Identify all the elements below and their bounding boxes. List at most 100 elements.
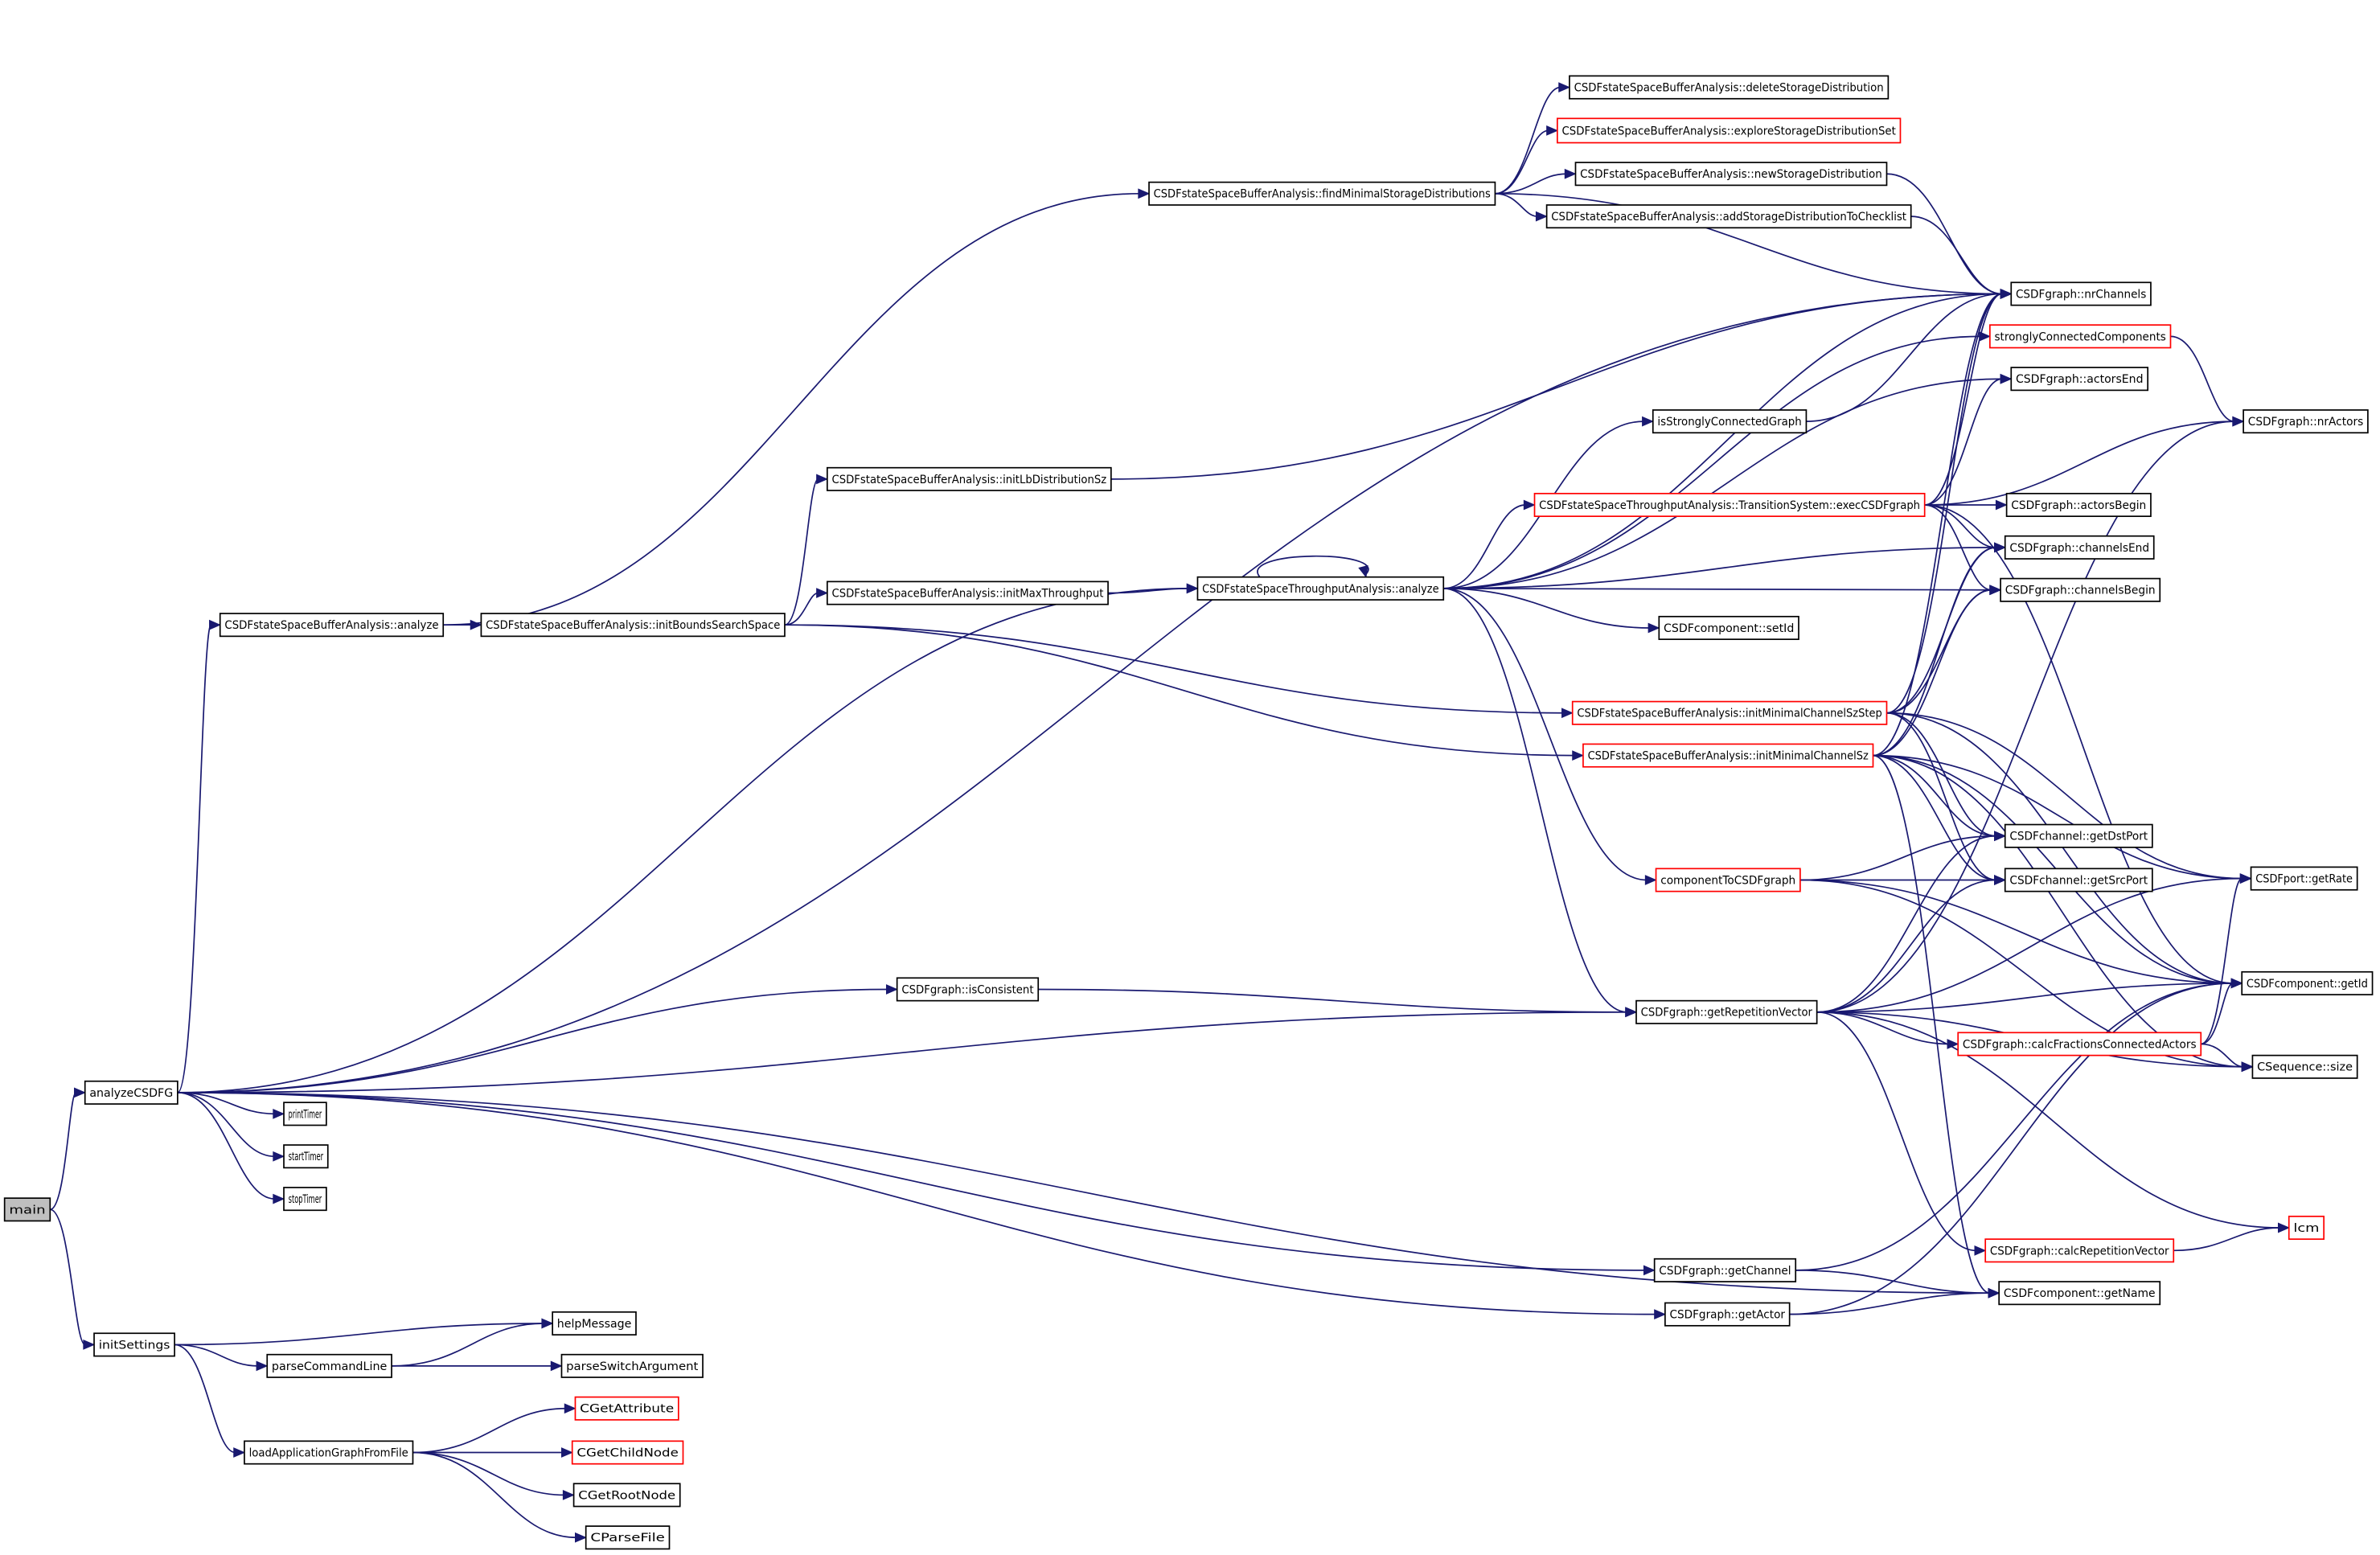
node-csequence-size[interactable]: CSequence::size <box>2251 1054 2358 1079</box>
node-lcm[interactable]: lcm <box>2288 1215 2325 1241</box>
node-parse-switch-argument[interactable]: parseSwitchArgument <box>560 1353 704 1378</box>
node-box[interactable] <box>2251 1054 2358 1079</box>
node-box[interactable] <box>2004 823 2153 848</box>
node-csdfchannel-get-src-port[interactable]: CSDFchannel::getSrcPort <box>2004 868 2153 892</box>
node-start-timer[interactable]: startTimer <box>283 1144 329 1169</box>
node-box[interactable] <box>1582 743 1874 768</box>
node-box[interactable] <box>3 1197 51 1222</box>
node-box[interactable] <box>2243 409 2369 434</box>
node-box[interactable] <box>826 466 1112 491</box>
node-csdfgraph-nr-channels[interactable]: CSDFgraph::nrChannels <box>2010 281 2152 306</box>
node-csdfstate-space-buffer-analysis-init-lb-distribution-sz[interactable]: CSDFstateSpaceBufferAnalysis::initLbDist… <box>826 466 1112 491</box>
node-stop-timer[interactable]: stopTimer <box>283 1187 327 1212</box>
node-box[interactable] <box>585 1525 671 1550</box>
node-csdfstate-space-buffer-analysis-add-storage-distribution-to-checklist[interactable]: CSDFstateSpaceBufferAnalysis::addStorage… <box>1545 204 1912 229</box>
node-box[interactable] <box>2004 868 2153 892</box>
node-csdfport-get-rate[interactable]: CSDFport::getRate <box>2250 866 2358 891</box>
node-box[interactable] <box>1664 1302 1791 1327</box>
node-csdfcomponent-set-id[interactable]: CSDFcomponent::setId <box>1658 615 1799 640</box>
node-csdfgraph-calc-repetition-vector[interactable]: CSDFgraph::calcRepetitionVector <box>1984 1238 2175 1263</box>
node-init-settings[interactable]: initSettings <box>93 1332 175 1357</box>
node-csdfstate-space-buffer-analysis-init-minimal-channel-sz-step[interactable]: CSDFstateSpaceBufferAnalysis::initMinima… <box>1571 700 1888 725</box>
node-csdfcomponent-get-name[interactable]: CSDFcomponent::getName <box>1998 1281 2161 1306</box>
node-csdfgraph-actors-end[interactable]: CSDFgraph::actorsEnd <box>2010 367 2149 392</box>
node-csdfgraph-is-consistent[interactable]: CSDFgraph::isConsistent <box>896 977 1040 1002</box>
node-box[interactable] <box>1571 700 1888 725</box>
node-csdfchannel-get-dst-port[interactable]: CSDFchannel::getDstPort <box>2004 823 2153 848</box>
node-analyze-csdfg[interactable]: analyzeCSDFG <box>84 1080 178 1105</box>
node-load-application-graph-from-file[interactable]: loadApplicationGraphFromFile <box>244 1440 414 1465</box>
node-box[interactable] <box>283 1187 327 1212</box>
node-csdfstate-space-buffer-analysis-analyze[interactable]: CSDFstateSpaceBufferAnalysis::analyze <box>219 613 445 638</box>
node-is-strongly-connected-graph[interactable]: isStronglyConnectedGraph <box>1652 409 1808 434</box>
node-box[interactable] <box>2010 281 2152 306</box>
node-box[interactable] <box>244 1440 414 1465</box>
node-box[interactable] <box>572 1483 681 1508</box>
node-box[interactable] <box>2250 866 2358 891</box>
node-box[interactable] <box>1574 162 1888 187</box>
node-csdfstate-space-buffer-analysis-delete-storage-distribution[interactable]: CSDFstateSpaceBufferAnalysis::deleteStor… <box>1569 75 1890 100</box>
node-csdfgraph-calc-fractions-connected-actors[interactable]: CSDFgraph::calcFractionsConnectedActors <box>1957 1032 2202 1056</box>
node-strongly-connected-components[interactable]: stronglyConnectedComponents <box>1988 324 2172 349</box>
node-box[interactable] <box>480 613 786 638</box>
node-box[interactable] <box>1988 324 2172 349</box>
node-box[interactable] <box>1533 492 1926 517</box>
node-box[interactable] <box>1635 999 1818 1024</box>
node-csdfstate-space-buffer-analysis-explore-storage-distribution-set[interactable]: CSDFstateSpaceBufferAnalysis::exploreSto… <box>1556 117 1902 144</box>
node-box[interactable] <box>84 1080 178 1105</box>
node-print-timer[interactable]: printTimer <box>283 1102 327 1126</box>
node-box[interactable] <box>2010 367 2149 392</box>
node-csdfstate-space-buffer-analysis-find-minimal-storage-distributions[interactable]: CSDFstateSpaceBufferAnalysis::findMinima… <box>1148 181 1496 206</box>
node-box[interactable] <box>2000 577 2161 602</box>
node-box[interactable] <box>1196 576 1445 601</box>
node-csdfstate-space-throughput-analysis-transition-system-exec-csdfgraph[interactable]: CSDFstateSpaceThroughputAnalysis::Transi… <box>1533 492 1926 517</box>
node-csdfstate-space-throughput-analysis-analyze[interactable]: CSDFstateSpaceThroughputAnalysis::analyz… <box>1196 576 1445 601</box>
node-csdfstate-space-buffer-analysis-init-minimal-channel-sz[interactable]: CSDFstateSpaceBufferAnalysis::initMinima… <box>1582 743 1874 768</box>
node-help-message[interactable]: helpMessage <box>552 1311 637 1335</box>
node-box[interactable] <box>1569 75 1890 100</box>
node-csdfgraph-get-actor[interactable]: CSDFgraph::getActor <box>1664 1302 1791 1327</box>
node-cget-root-node[interactable]: CGetRootNode <box>572 1483 681 1508</box>
node-csdfgraph-get-channel[interactable]: CSDFgraph::getChannel <box>1653 1258 1797 1282</box>
node-box[interactable] <box>2288 1215 2325 1241</box>
node-box[interactable] <box>1957 1032 2202 1056</box>
node-csdfgraph-actors-begin[interactable]: CSDFgraph::actorsBegin <box>2005 492 2152 517</box>
node-csdfstate-space-buffer-analysis-init-max-throughput[interactable]: CSDFstateSpaceBufferAnalysis::initMaxThr… <box>826 581 1109 605</box>
node-box[interactable] <box>574 1396 679 1421</box>
node-main[interactable]: main <box>3 1197 51 1222</box>
node-box[interactable] <box>1148 181 1496 206</box>
node-box[interactable] <box>1658 615 1799 640</box>
node-cget-child-node[interactable]: CGetChildNode <box>571 1440 684 1465</box>
node-cget-attribute[interactable]: CGetAttribute <box>574 1396 679 1421</box>
node-box[interactable] <box>2004 535 2155 560</box>
node-csdfgraph-channels-end[interactable]: CSDFgraph::channelsEnd <box>2004 535 2155 560</box>
node-box[interactable] <box>2241 970 2374 995</box>
node-box[interactable] <box>552 1311 637 1335</box>
node-box[interactable] <box>1984 1238 2175 1263</box>
node-box[interactable] <box>283 1102 327 1126</box>
node-csdfgraph-nr-actors[interactable]: CSDFgraph::nrActors <box>2243 409 2369 434</box>
node-csdfgraph-channels-begin[interactable]: CSDFgraph::channelsBegin <box>2000 577 2161 602</box>
node-box[interactable] <box>219 613 445 638</box>
node-box[interactable] <box>1556 117 1902 144</box>
node-cparse-file[interactable]: CParseFile <box>585 1525 671 1550</box>
node-csdfgraph-get-repetition-vector[interactable]: CSDFgraph::getRepetitionVector <box>1635 999 1818 1024</box>
node-box[interactable] <box>826 581 1109 605</box>
node-csdfstate-space-buffer-analysis-new-storage-distribution[interactable]: CSDFstateSpaceBufferAnalysis::newStorage… <box>1574 162 1888 187</box>
node-csdfcomponent-get-id[interactable]: CSDFcomponent::getId <box>2241 970 2374 995</box>
node-box[interactable] <box>1653 1258 1797 1282</box>
node-box[interactable] <box>266 1353 392 1378</box>
node-component-to-csdfgraph[interactable]: componentToCSDFgraph <box>1655 868 1801 892</box>
node-box[interactable] <box>1545 204 1912 229</box>
node-box[interactable] <box>2005 492 2152 517</box>
node-box[interactable] <box>571 1440 684 1465</box>
node-box[interactable] <box>1998 1281 2161 1306</box>
node-box[interactable] <box>283 1144 329 1169</box>
node-box[interactable] <box>1655 868 1801 892</box>
node-box[interactable] <box>93 1332 175 1357</box>
node-box[interactable] <box>560 1353 704 1378</box>
node-box[interactable] <box>1652 409 1808 434</box>
node-csdfstate-space-buffer-analysis-init-bounds-search-space[interactable]: CSDFstateSpaceBufferAnalysis::initBounds… <box>480 613 786 638</box>
node-box[interactable] <box>896 977 1040 1002</box>
node-parse-command-line[interactable]: parseCommandLine <box>266 1353 392 1378</box>
